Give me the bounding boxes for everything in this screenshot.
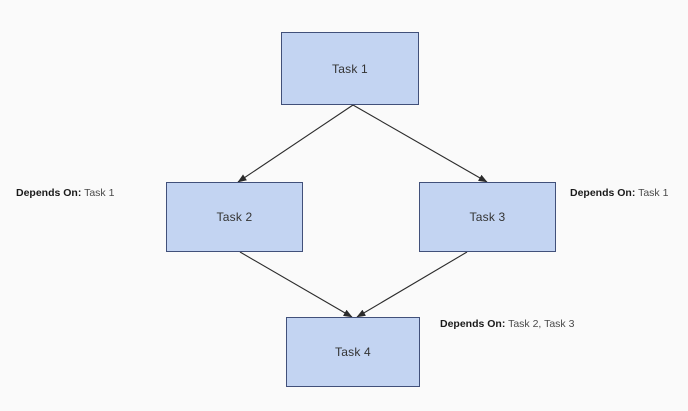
node-task4[interactable]: Task 4 (286, 317, 420, 387)
edge-task1-task2 (237, 104, 354, 183)
node-task2-label: Task 2 (216, 210, 253, 224)
dependency-note-task4: Depends On: Task 2, Task 3 (440, 319, 574, 330)
edge-task1-task3 (352, 104, 488, 183)
edge-task3-task4 (356, 251, 468, 318)
node-task3[interactable]: Task 3 (419, 182, 556, 252)
dependency-note-task2-key: Depends On: (16, 187, 82, 199)
node-task4-label: Task 4 (335, 345, 371, 359)
node-task1-label: Task 1 (332, 61, 368, 76)
node-task1[interactable]: Task 1 (281, 32, 419, 105)
dependency-note-task3-value: Task 1 (638, 187, 669, 199)
node-task2[interactable]: Task 2 (166, 182, 303, 252)
dependency-note-task4-value: Task 2, Task 3 (508, 318, 575, 330)
dependency-note-task2: Depends On: Task 1 (16, 188, 114, 199)
dependency-note-task3-key: Depends On: (570, 187, 636, 199)
dependency-note-task2-value: Task 1 (84, 187, 115, 199)
node-task3-label: Task 3 (469, 210, 506, 224)
dependency-note-task4-key: Depends On: (440, 318, 506, 330)
edge-task2-task4 (239, 251, 353, 318)
dependency-note-task3: Depends On: Task 1 (570, 188, 668, 199)
